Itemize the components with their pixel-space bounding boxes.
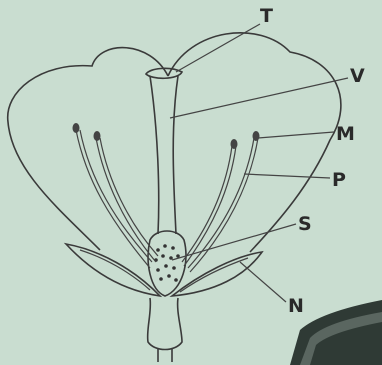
label-P: P — [332, 169, 346, 191]
label-V: V — [350, 65, 365, 87]
label-S: S — [298, 213, 312, 235]
label-M: M — [336, 123, 355, 145]
label-T: T — [260, 5, 273, 27]
label-N: N — [288, 295, 304, 317]
